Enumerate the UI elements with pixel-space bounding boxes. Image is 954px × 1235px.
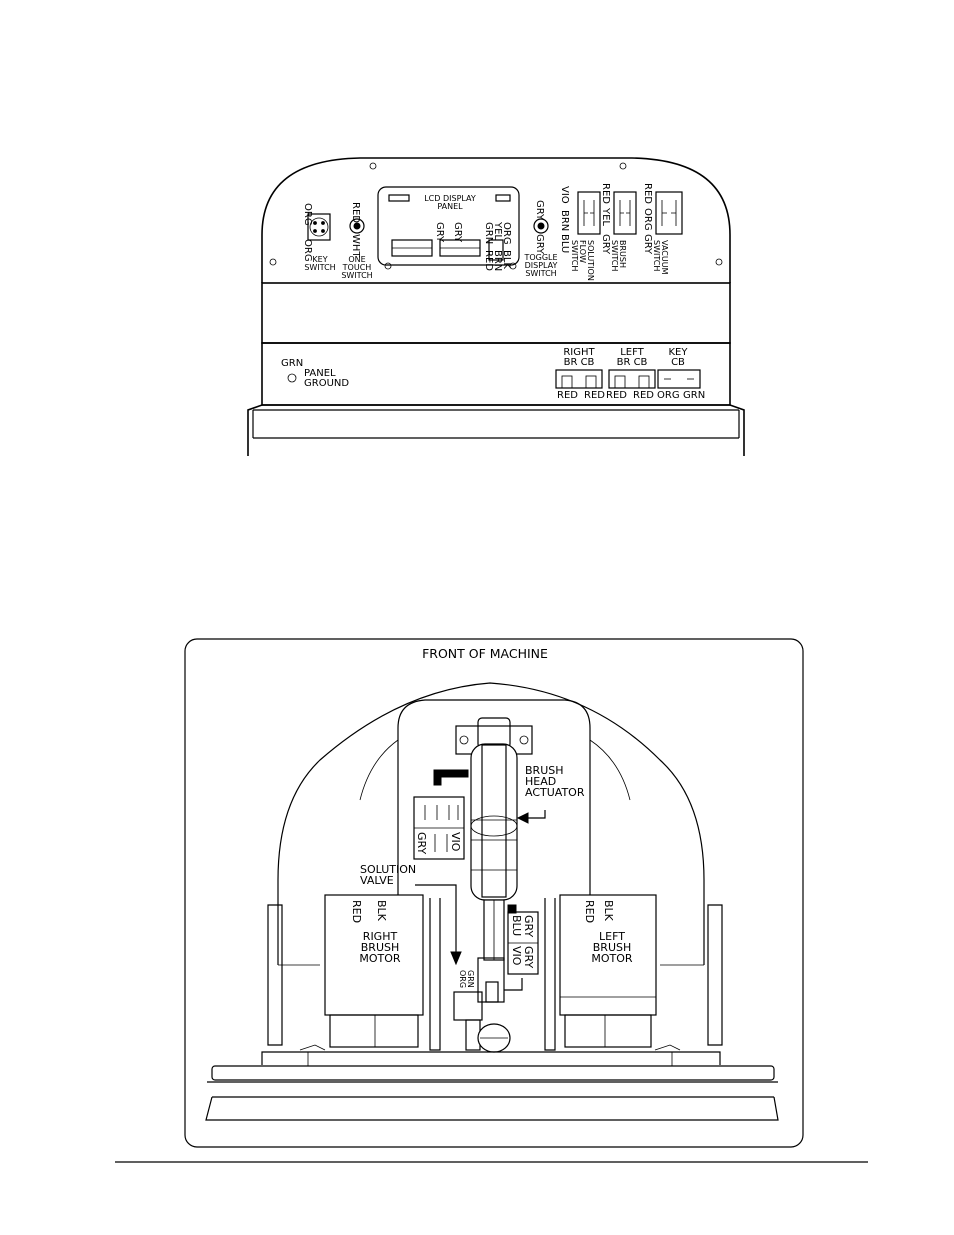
front-view-frame: [184, 638, 804, 1148]
key-switch-wire-top: ORG: [302, 203, 313, 226]
center-connector-wire-2: VIO: [510, 946, 523, 966]
inner-hood: [397, 699, 591, 895]
right-br-cb-wire-1: RED: [584, 390, 605, 401]
brush-deck: [205, 1051, 779, 1121]
toggle-wire-1: GRY: [534, 234, 545, 255]
lcd-wire-left-0: GRY: [434, 222, 445, 243]
mount-hole: [369, 162, 377, 170]
one-touch-wire-1: WHT: [350, 234, 361, 258]
front-view-title: FRONT OF MACHINE: [422, 646, 548, 661]
center-connector-wire-0: BLU: [510, 915, 523, 936]
brush-switch-label: BRUSHSWITCH: [610, 240, 627, 271]
one-touch-wire-0: RED: [350, 202, 361, 223]
panel-mid-section: [261, 282, 731, 344]
left-motor-wire-0: RED: [583, 900, 596, 923]
vacuum-wire-2: GRY: [642, 234, 653, 255]
panel-dome-outline: [261, 157, 731, 283]
key-cb-wire-1: GRN: [683, 390, 705, 401]
mount-hole: [269, 258, 277, 266]
brush-switch: RED YEL GRY BRUSHSWITCH: [600, 183, 637, 271]
lcd-wire-right-4: BRN: [492, 250, 503, 271]
outer-shroud: [277, 682, 705, 965]
toggle-wire-0: GRY: [534, 200, 545, 221]
center-connector-wire-3: GRY: [522, 946, 535, 968]
right-br-cb-wire-0: RED: [557, 390, 578, 401]
panel-ground-wire: GRN: [281, 358, 303, 369]
left-motor-wire-1: BLK: [602, 900, 615, 922]
lcd-wire-right-0: GRN: [483, 222, 494, 244]
vacuum-wire-0: RED: [642, 183, 653, 204]
valve-wire-1: GRN: [466, 970, 475, 988]
brush-wire-2: GRY: [600, 234, 611, 255]
mount-hole: [715, 258, 723, 266]
key-cb-wire-0: ORG: [657, 390, 680, 401]
actuator-connector-wire-1: VIO: [449, 832, 462, 852]
brush-wire-1: YEL: [600, 207, 611, 226]
solution-wire-1: BRN: [559, 210, 570, 231]
mount-hole: [619, 162, 627, 170]
lcd-wire-left-1: GRY: [452, 222, 463, 243]
left-br-cb-wire-1: RED: [633, 390, 654, 401]
solution-wire-0: VIO: [559, 186, 570, 204]
valve-wire-0: ORG: [458, 970, 467, 988]
center-connector-wire-1: GRY: [522, 915, 535, 937]
vacuum-switch: RED ORG GRY VACUUMSWITCH: [642, 183, 683, 275]
brush-head-actuator: [470, 743, 518, 961]
vacuum-switch-label: VACUUMSWITCH: [652, 240, 669, 275]
left-br-cb-wire-0: RED: [606, 390, 627, 401]
solution-flow-switch-label: SOLUTIONFLOWSWITCH: [570, 240, 595, 281]
solution-flow-switch: VIO BRN BLU SOLUTIONFLOWSWITCH: [559, 186, 601, 281]
lcd-wire-right-5: BLK: [501, 250, 512, 269]
right-motor-wire-1: BLK: [375, 900, 388, 922]
actuator-connector-wire-0: GRY: [415, 832, 428, 854]
lcd-wire-right-1: YEL: [492, 221, 503, 240]
vacuum-wire-1: ORG: [642, 208, 653, 231]
lcd-wire-right-3: RED: [483, 250, 494, 271]
key-switch-wire-bottom: ORG: [302, 239, 313, 262]
panel-lip: [247, 404, 745, 456]
lcd-wire-right-2: ORG: [501, 222, 512, 245]
solution-wire-2: BLU: [559, 234, 570, 253]
right-motor-wire-0: RED: [350, 900, 363, 923]
brush-wire-0: RED: [600, 183, 611, 204]
